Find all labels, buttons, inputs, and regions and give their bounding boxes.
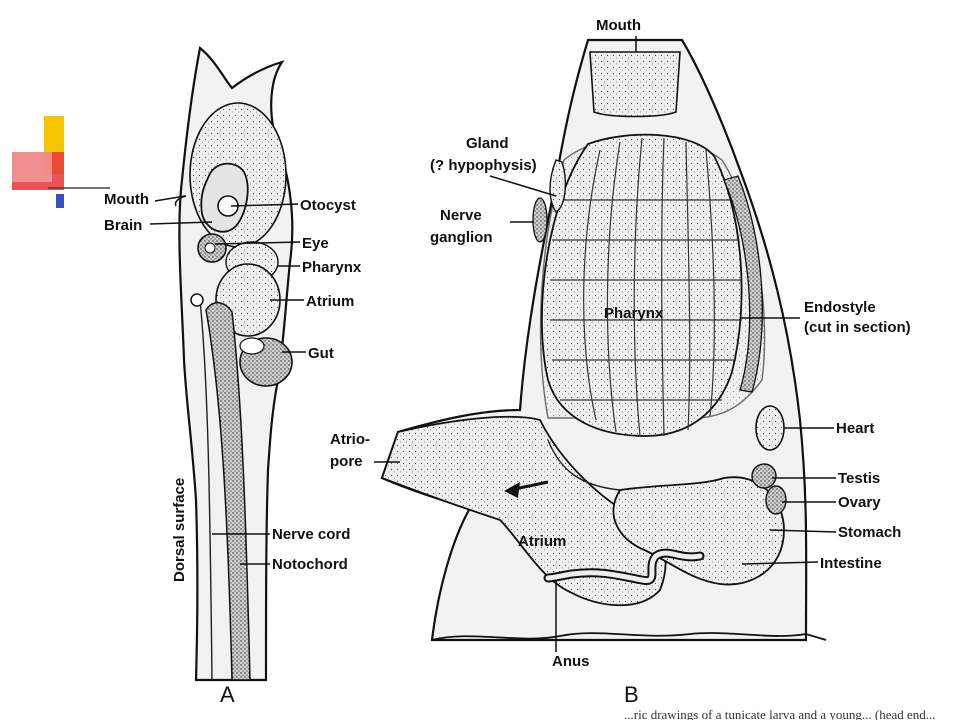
adult-heart: [755, 405, 785, 451]
adult-esophagus: [547, 439, 621, 491]
label-b-atrium: Atrium: [518, 533, 566, 550]
adult-pharynx-basket: [540, 133, 743, 437]
figure-a-larva: Mouth Brain Otocyst Eye Pharynx Atrium G…: [104, 45, 362, 707]
adult-base-attachment: [431, 632, 827, 641]
label-b-testis: Testis: [838, 470, 880, 487]
label-b-gland: Gland: [466, 135, 509, 152]
adult-testis: [751, 463, 777, 489]
label-b-pharynx: Pharynx: [604, 305, 664, 322]
label-b-gland-hypophysis: (? hypophysis): [430, 157, 537, 174]
adult-mouth-siphon: [589, 51, 681, 118]
label-b-mouth: Mouth: [596, 17, 641, 34]
label-b-anus: Anus: [552, 653, 590, 670]
adult-nerve-ganglion: [532, 197, 548, 243]
panel-label-a: A: [220, 682, 235, 707]
larva-notochord: [205, 302, 251, 681]
adult-gland: [549, 159, 567, 213]
label-a-mouth: Mouth: [104, 191, 149, 208]
label-b-atrio: Atrio-: [330, 431, 370, 448]
label-a-nerve-cord: Nerve cord: [272, 526, 350, 543]
adult-stomach: [612, 476, 785, 586]
slide-decoration: [12, 116, 110, 208]
adult-atrium: [380, 415, 667, 607]
larva-nerve-cord: [199, 299, 213, 681]
label-b-heart: Heart: [836, 420, 874, 437]
label-a-pharynx: Pharynx: [302, 259, 362, 276]
adult-endostyle: [723, 175, 763, 393]
label-b-pore: pore: [330, 453, 363, 470]
label-a-eye: Eye: [302, 235, 329, 252]
label-b-stomach: Stomach: [838, 524, 901, 541]
label-a-atrium: Atrium: [306, 293, 354, 310]
label-b-intestine: Intestine: [820, 555, 882, 572]
label-b-endostyle: Endostyle: [804, 299, 876, 316]
decor-pink-square: [12, 152, 52, 182]
pharynx-grid: [550, 137, 742, 437]
label-b-nerve: Nerve: [440, 207, 482, 224]
decor-blue-square: [56, 194, 64, 208]
label-a-notochord: Notochord: [272, 556, 348, 573]
figure-b-adult: Mouth Gland (? hypophysis) Nerve ganglio…: [330, 17, 911, 707]
label-b-ovary: Ovary: [838, 494, 881, 511]
label-a-otocyst: Otocyst: [300, 197, 356, 214]
label-b-ganglion: ganglion: [430, 229, 493, 246]
panel-label-b: B: [624, 682, 639, 707]
label-b-endostyle-section: (cut in section): [804, 319, 911, 336]
label-a-gut: Gut: [308, 345, 334, 362]
adult-ovary: [765, 485, 787, 515]
label-a-dorsal-surface: Dorsal surface: [171, 478, 188, 582]
caption-fragment: ...ric drawings of a tunicate larva and …: [624, 707, 936, 720]
label-a-brain: Brain: [104, 217, 142, 234]
outflow-arrowhead: [504, 482, 520, 498]
